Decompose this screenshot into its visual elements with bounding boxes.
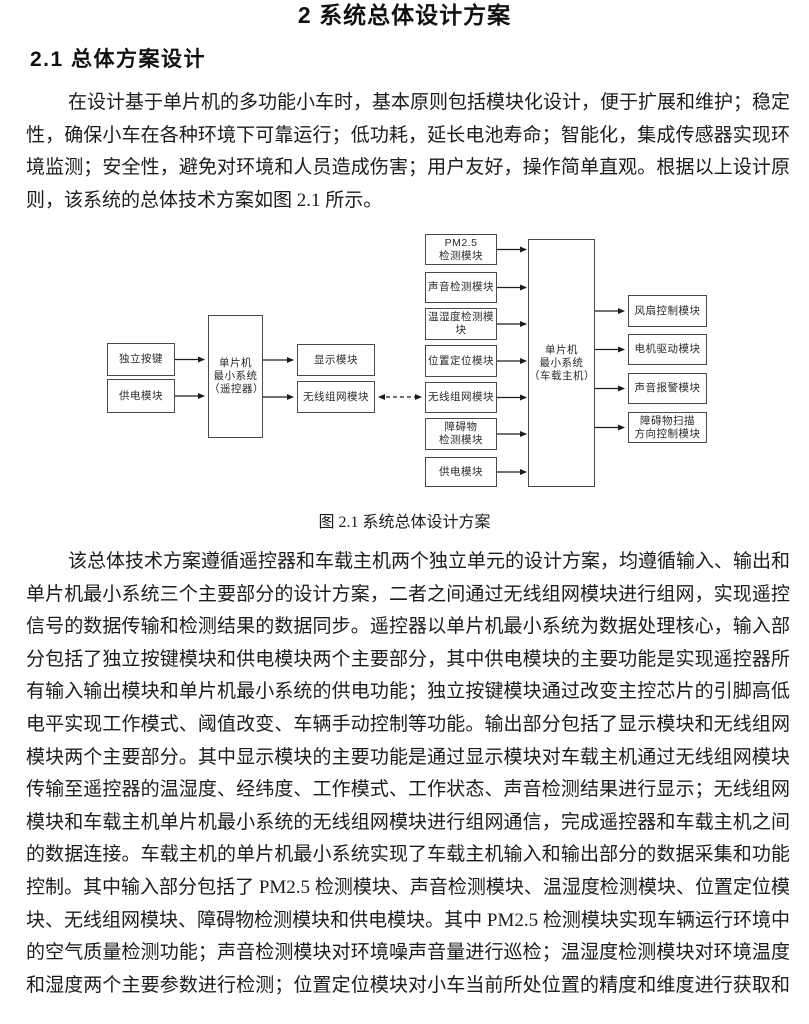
- text-line: 则，该系统的总体技术方案如图 2.1 所示。: [26, 189, 383, 211]
- figure-node-position-locate: 位置定位模块: [425, 345, 497, 377]
- figure-2-1: 独立按键 供电模块 单片机 最小系统 （遥控器） 显示模块 无线组网模块 PM2…: [95, 230, 715, 500]
- text-line: 该总体技术方案遵循遥控器和车载主机两个独立单元的设计方案，均遵循输入、输出和: [68, 551, 791, 572]
- figure-node-key-module: 独立按键: [107, 343, 175, 376]
- figure-node-motor-drive: 电机驱动模块: [628, 334, 707, 365]
- figure-node-display-module: 显示模块: [297, 344, 375, 376]
- figure-node-remote-power: 供电模块: [107, 379, 175, 413]
- text-line: 的空气质量检测功能；声音检测模块对环境噪声音量进行巡检；温湿度检测模块对环境温度: [26, 942, 790, 964]
- text-line: 控制。其中输入部分包括了 PM2.5 检测模块、声音检测模块、温湿度检测模块、位…: [26, 876, 790, 898]
- text-line: 境监测；安全性，避免对环境和人员造成伤害；用户友好，操作简单直观。根据以上设计原: [26, 157, 790, 179]
- text-line: 模块和车载主机单片机最小系统的无线组网模块进行组网通信，完成遥控器和车载主机之间: [26, 811, 790, 833]
- paragraph-1: 在设计基于单片机的多功能小车时，基本原则包括模块化设计，便于扩展和维护；稳定性，…: [26, 87, 790, 217]
- text-line: 分包括了独立按键模块和供电模块两个主要部分，其中供电模块的主要功能是实现遥控器所: [26, 648, 790, 670]
- figure-node-remote-wireless: 无线组网模块: [297, 381, 375, 413]
- text-line: 的数据连接。车载主机的单片机最小系统实现了车载主机输入和输出部分的数据采集和功能: [26, 844, 790, 866]
- figure-node-host-mcu: 单片机 最小系统 （车载主机）: [528, 239, 595, 487]
- text-line: 和湿度两个主要参数进行检测；位置定位模块对小车当前所处位置的精度和维度进行获取和: [26, 974, 790, 996]
- text-line: 块、无线组网模块、障碍物检测模块和供电模块。其中 PM2.5 检测模块实现车辆运…: [26, 909, 790, 931]
- text-line: 在设计基于单片机的多功能小车时，基本原则包括模块化设计，便于扩展和维护；稳定: [68, 92, 791, 113]
- text-line: 模块两个主要部分。其中显示模块的主要功能是通过显示模块对车载主机通过无线组网模块: [26, 746, 790, 768]
- section-heading: 2.1 总体方案设计: [30, 48, 207, 71]
- figure-node-remote-mcu: 单片机 最小系统 （遥控器）: [208, 315, 264, 438]
- text-line: 传输至遥控器的温湿度、经纬度、工作模式、工作状态、声音检测结果进行显示；无线组网: [26, 779, 790, 801]
- figure-node-obstacle-scan: 障碍物扫描 方向控制模块: [628, 412, 707, 443]
- text-line: 信号的数据传输和检测结果的数据同步。遥控器以单片机最小系统为数据处理核心，输入部: [26, 616, 790, 638]
- figure-node-host-power: 供电模块: [425, 457, 497, 487]
- text-line: 有输入输出模块和单片机最小系统的供电功能；独立按键模块通过改变主控芯片的引脚高低: [26, 681, 790, 703]
- chapter-title: 2 系统总体设计方案: [297, 2, 512, 28]
- figure-node-pm25-detect: PM2.5 检测模块: [425, 234, 497, 265]
- text-line: 单片机最小系统三个主要部分的设计方案，二者之间通过无线组网模块进行组网，实现遥控: [26, 583, 790, 605]
- figure-connectors: [175, 246, 625, 475]
- figure-caption: 图 2.1 系统总体设计方案: [318, 514, 491, 531]
- paragraph-2: 该总体技术方案遵循遥控器和车载主机两个独立单元的设计方案，均遵循输入、输出和单片…: [26, 546, 790, 1002]
- text-line: 电平实现工作模式、阈值改变、车辆手动控制等功能。输出部分包括了显示模块和无线组网: [26, 713, 790, 735]
- figure-node-host-wireless: 无线组网模块: [425, 382, 497, 413]
- figure-node-fan-control: 风扇控制模块: [628, 295, 707, 327]
- figure-node-obstacle-detect: 障碍物 检测模块: [425, 418, 497, 450]
- text-line: 性，确保小车在各种环境下可靠运行；低功耗，延长电池寿命；智能化，集成传感器实现环: [26, 124, 790, 146]
- figure-node-sound-alarm: 声音报警模块: [628, 373, 707, 404]
- figure-node-sound-detect: 声音检测模块: [425, 272, 497, 303]
- figure-node-temp-humidity-detect: 温湿度检测模块: [425, 308, 497, 340]
